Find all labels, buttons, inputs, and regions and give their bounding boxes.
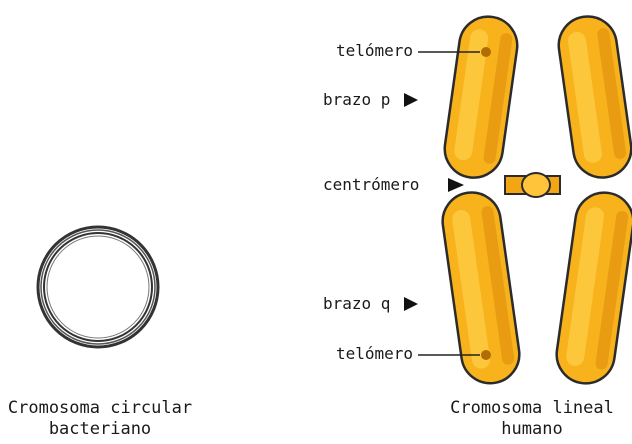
right-chromatid-p-arm <box>555 13 632 181</box>
pointer-arrow-icon <box>404 93 418 107</box>
linear-chromosome <box>439 13 632 387</box>
bacterial-caption-line2: bacteriano <box>0 419 200 440</box>
telomere-bottom-label: telómero <box>336 345 413 363</box>
right-chromatid-q-arm <box>553 189 632 387</box>
bacterial-caption: Cromosoma circular bacteriano <box>0 398 200 440</box>
arm-p-label: brazo p <box>323 91 390 109</box>
arm-q-label: brazo q <box>323 295 390 313</box>
telomere-dot-bottom <box>481 350 491 360</box>
telomere-top-label: telómero <box>336 42 413 60</box>
human-caption: Cromosoma lineal humano <box>432 398 632 440</box>
centromere-label: centrómero <box>323 176 419 194</box>
left-chromatid-p-arm <box>441 13 521 181</box>
human-caption-line2: humano <box>432 419 632 440</box>
pointer-arrow-icon <box>448 178 464 192</box>
centromere-knob <box>522 173 550 197</box>
bacterial-caption-line1: Cromosoma circular <box>0 398 200 419</box>
telomere-dot-top <box>481 47 491 57</box>
pointer-arrow-icon <box>404 297 418 311</box>
human-caption-line1: Cromosoma lineal <box>432 398 632 419</box>
circular-chromosome-ring <box>38 227 158 347</box>
left-chromatid-q-arm <box>439 189 523 387</box>
